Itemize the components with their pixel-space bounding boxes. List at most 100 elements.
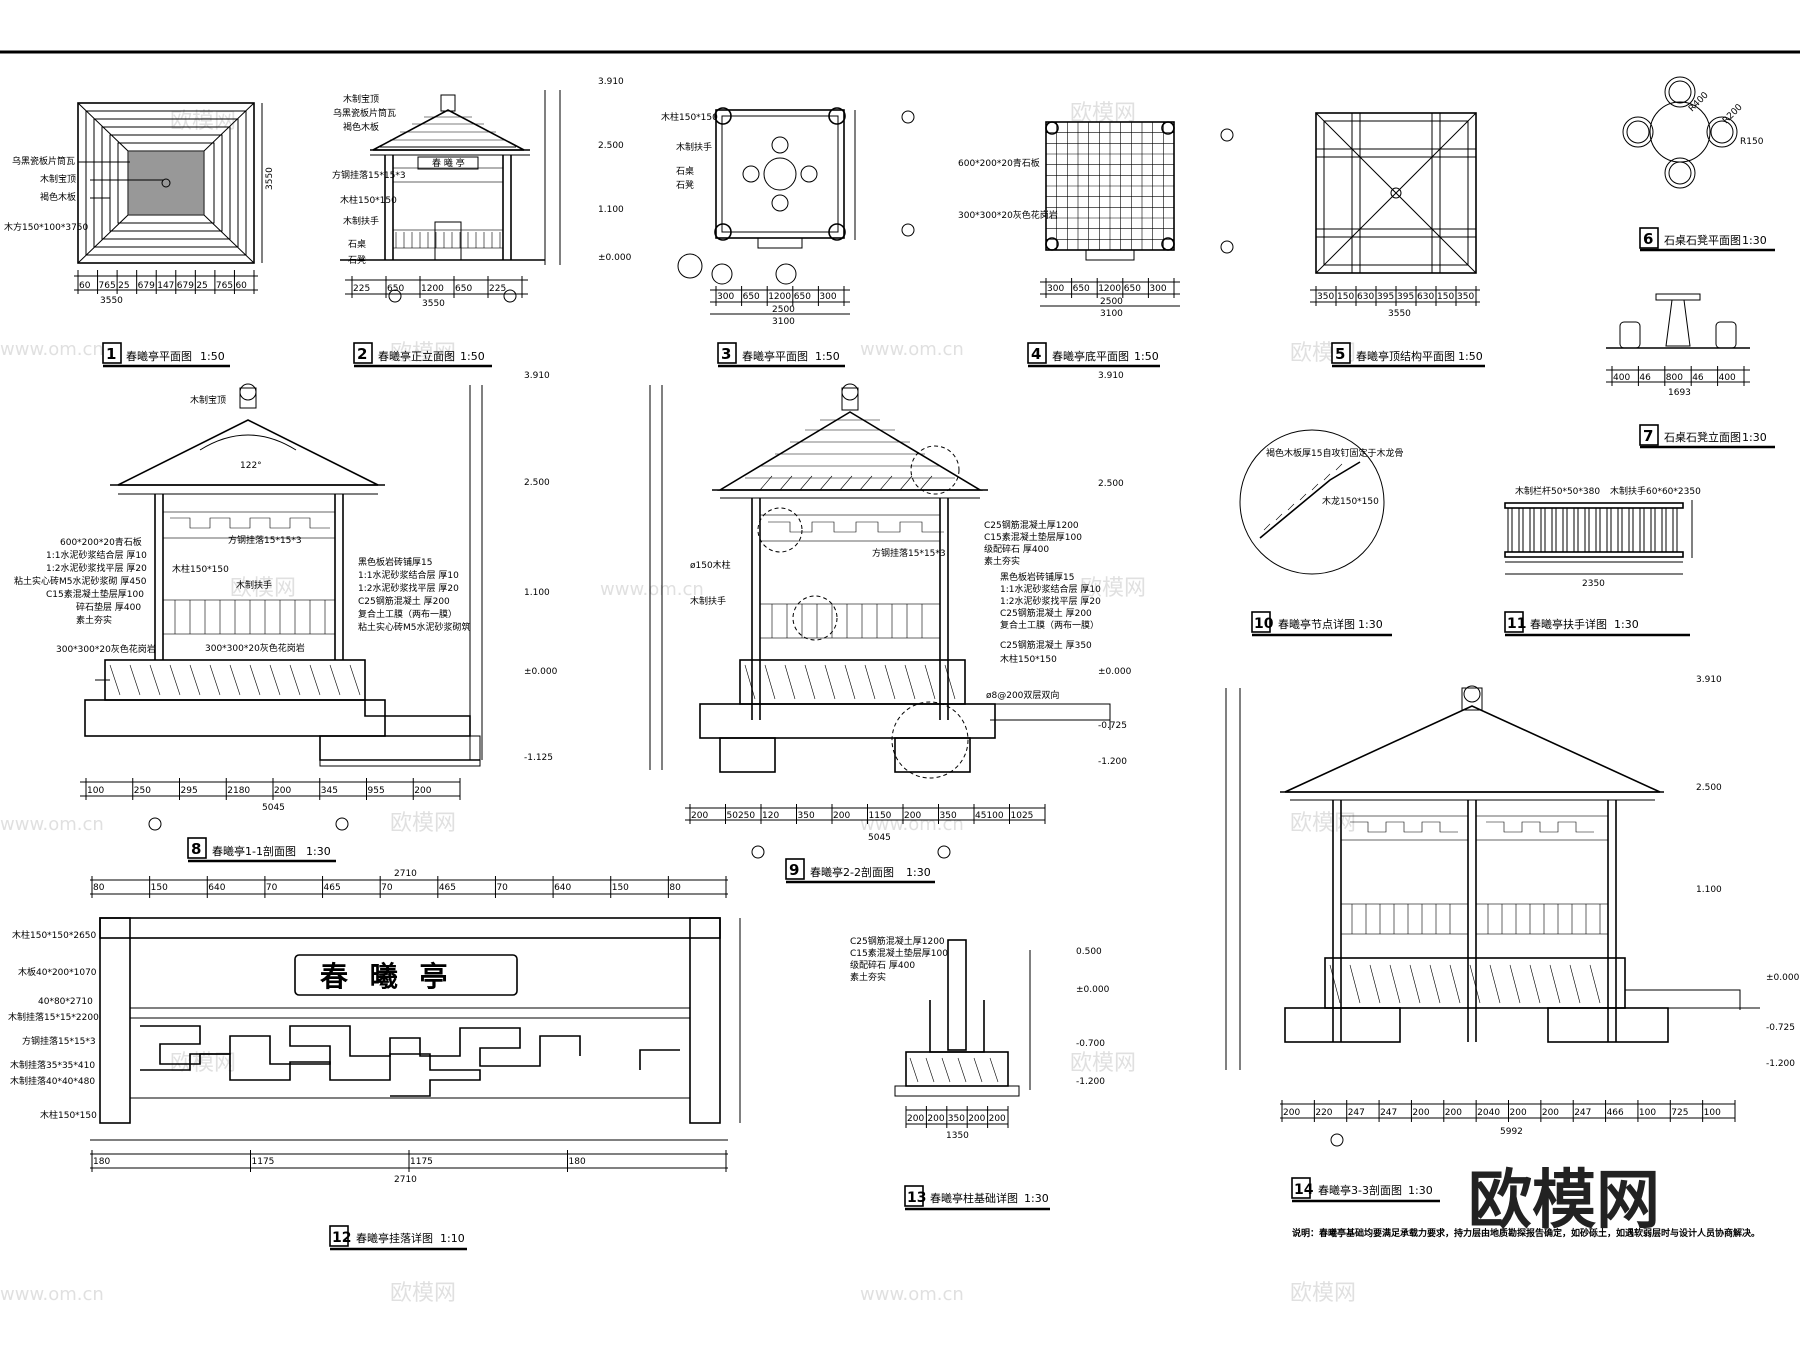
svg-text:1:30: 1:30 <box>1742 431 1767 444</box>
svg-text:±0.000: ±0.000 <box>524 667 558 677</box>
dimension-value: 350 <box>1317 292 1334 302</box>
dimension-value: 220 <box>1315 1108 1332 1118</box>
svg-text:2710: 2710 <box>394 869 417 879</box>
watermark: 欧模网 <box>1290 811 1356 836</box>
drawing-8-section-1-1: 122° 木制宝顶 600*200*20青石板 1:1水泥砂浆结合层 厚10 1… <box>14 371 558 863</box>
svg-text:8: 8 <box>191 840 201 858</box>
svg-text:粘土实心砖M5水泥砂浆砌 厚450: 粘土实心砖M5水泥砂浆砌 厚450 <box>14 575 147 587</box>
svg-text:春曦亭3-3剖面图: 春曦亭3-3剖面图 <box>1318 1183 1402 1197</box>
svg-text:木制扶手: 木制扶手 <box>236 579 272 591</box>
dimension-value: 225 <box>489 284 506 294</box>
dimension-value: 50250 <box>727 811 756 821</box>
svg-text:12: 12 <box>332 1230 351 1246</box>
svg-text:春曦亭挂落详图: 春曦亭挂落详图 <box>356 1231 433 1245</box>
svg-text:1:50: 1:50 <box>1134 350 1159 363</box>
svg-text:素土夯实: 素土夯实 <box>850 971 886 983</box>
svg-text:1:50: 1:50 <box>1458 350 1483 363</box>
svg-text:10: 10 <box>1254 616 1274 632</box>
dimension-value: 640 <box>554 883 571 893</box>
drawing-9-section-2-2: C25钢筋混凝土厚1200 C15素混凝土垫层厚100 级配碎石 厚400 素土… <box>649 371 1132 884</box>
drawing-number-box <box>102 342 122 364</box>
baluster <box>1518 507 1524 553</box>
svg-text:1:30: 1:30 <box>1358 618 1383 631</box>
svg-text:3.910: 3.910 <box>598 77 624 87</box>
svg-text:300*300*20灰色花岗岩: 300*300*20灰色花岗岩 <box>56 643 156 655</box>
dimension-value: 150 <box>1437 292 1454 302</box>
plaque-text: 春 曦 亭 <box>432 157 465 169</box>
dimension-value: 650 <box>743 292 760 302</box>
dimension-value: 350 <box>948 1114 965 1124</box>
svg-text:2: 2 <box>357 345 367 363</box>
watermark-url: www.om.cn <box>600 579 704 600</box>
svg-text:±0.000: ±0.000 <box>598 253 632 263</box>
svg-text:1693: 1693 <box>1668 388 1691 398</box>
baluster <box>1661 507 1667 553</box>
svg-text:木制扶手: 木制扶手 <box>676 141 712 153</box>
dimension-value: 200 <box>1542 1108 1559 1118</box>
watermark-url: www.om.cn <box>0 1284 104 1305</box>
baluster <box>1540 507 1546 553</box>
svg-text:素土夯实: 素土夯实 <box>984 555 1020 567</box>
svg-text:1.100: 1.100 <box>1696 885 1722 895</box>
svg-text:300*300*20灰色花岗岩: 300*300*20灰色花岗岩 <box>958 209 1058 221</box>
dimension-value: 650 <box>455 284 472 294</box>
svg-text:2.500: 2.500 <box>598 141 624 151</box>
baluster <box>1672 507 1678 553</box>
svg-text:黑色板岩砖铺厚15: 黑色板岩砖铺厚15 <box>358 556 432 568</box>
svg-text:春曦亭正立面图: 春曦亭正立面图 <box>378 349 455 363</box>
svg-text:木柱150*150: 木柱150*150 <box>1000 653 1057 665</box>
section-mid-labels: 黑色板岩砖铺厚15 1:1水泥砂浆结合层 厚10 1:2水泥砂浆找平层 厚20 … <box>358 556 471 633</box>
dimension-value: 247 <box>1380 1108 1397 1118</box>
svg-text:石桌: 石桌 <box>676 165 694 177</box>
dim-total: 3550 <box>100 296 123 306</box>
watermark: 欧模网 <box>170 109 236 134</box>
svg-text:乌黑瓷板片筒瓦: 乌黑瓷板片筒瓦 <box>333 107 396 119</box>
drawing-14-section-3-3: 3.910 2.500 1.100 ±0.000 -0.725 -1.200 2… <box>1225 675 1800 1239</box>
elevation-labels: 木制宝顶 乌黑瓷板片筒瓦 褐色木板 方钢挂落15*15*3 木柱150*150 … <box>332 93 406 266</box>
watermark-url: www.om.cn <box>860 339 964 360</box>
dimension-value: 1200 <box>768 292 791 302</box>
svg-text:石凳: 石凳 <box>348 255 366 266</box>
watermark: 欧模网 <box>230 576 296 601</box>
svg-text:5045: 5045 <box>262 803 285 813</box>
dimension-value: 679 <box>177 281 194 291</box>
dimension-value: 400 <box>1719 373 1736 383</box>
svg-text:黑色板岩砖铺厚15: 黑色板岩砖铺厚15 <box>1000 571 1074 583</box>
note-text: 说明：春曦亭基础均要满足承载力要求，持力层由地质勘探报告确定，如砂砾土，如遇软弱… <box>1292 1227 1760 1239</box>
svg-text:2.500: 2.500 <box>1098 479 1124 489</box>
drawing-13-column-footing: C25钢筋混凝土厚1200 C15素混凝土垫层厚100 级配碎石 厚400 素土… <box>850 935 1110 1211</box>
dimension-value: 650 <box>1073 284 1090 294</box>
dimension-value: 2180 <box>227 786 250 796</box>
svg-text:1:50: 1:50 <box>815 350 840 363</box>
baluster <box>1595 507 1601 553</box>
dimension-value: 180 <box>569 1157 586 1167</box>
brand-logo: 欧模网 <box>1468 1164 1660 1238</box>
svg-text:1:30: 1:30 <box>1408 1184 1433 1197</box>
svg-text:3.910: 3.910 <box>1098 371 1124 381</box>
svg-text:1:30: 1:30 <box>1742 234 1767 247</box>
baluster <box>1617 507 1623 553</box>
svg-text:复合土工膜（两布一膜）: 复合土工膜（两布一膜） <box>1000 619 1099 631</box>
svg-text:木柱150*150: 木柱150*150 <box>40 1109 97 1121</box>
dimension-value: 200 <box>691 811 708 821</box>
dimension-value: 100 <box>1639 1108 1656 1118</box>
svg-text:素土夯实: 素土夯实 <box>76 614 112 626</box>
dimension-value: 465 <box>324 883 341 893</box>
dimension-value: 200 <box>1445 1108 1462 1118</box>
dimension-value: 80 <box>93 883 105 893</box>
baluster <box>1573 507 1579 553</box>
svg-text:2350: 2350 <box>1582 579 1605 589</box>
svg-text:C25钢筋混凝土 厚200: C25钢筋混凝土 厚200 <box>358 595 450 607</box>
svg-text:春曦亭节点详图: 春曦亭节点详图 <box>1278 617 1355 631</box>
svg-text:122°: 122° <box>240 461 262 471</box>
svg-text:木制栏杆50*50*380: 木制栏杆50*50*380 <box>1515 485 1600 497</box>
dimension-value: 955 <box>368 786 385 796</box>
dimension-value: 395 <box>1397 292 1414 302</box>
svg-text:-0.700: -0.700 <box>1076 1039 1105 1049</box>
dimension-value: 350 <box>940 811 957 821</box>
dimension-value: 400 <box>1613 373 1630 383</box>
svg-text:木制挂落15*15*2200: 木制挂落15*15*2200 <box>8 1011 99 1023</box>
dimension-value: 60 <box>79 281 91 291</box>
dimension-value: 200 <box>968 1114 985 1124</box>
svg-text:木制扶手60*60*2350: 木制扶手60*60*2350 <box>1610 485 1701 497</box>
